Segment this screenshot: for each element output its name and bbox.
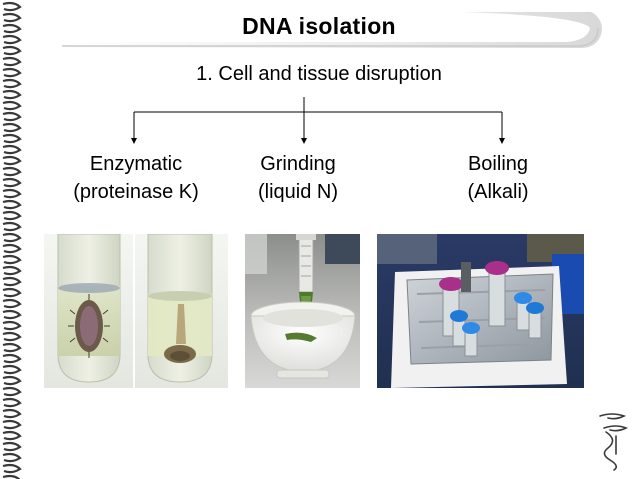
corner-logo-mark [599, 413, 628, 471]
method-grinding-name: Grinding [260, 153, 336, 175]
tissue-sample-right [164, 304, 196, 363]
binding-coil [2, 452, 22, 463]
binding-coil [2, 188, 22, 199]
binding-coil [2, 364, 22, 375]
photo-enzymatic-tubes [44, 234, 228, 388]
binding-coil [2, 320, 22, 331]
binding-coil [2, 441, 22, 452]
method-grinding-detail: (liquid N) [257, 181, 339, 203]
binding-coil [2, 34, 22, 45]
binding-coil [2, 309, 22, 320]
binding-coil [2, 89, 22, 100]
binding-coil [2, 386, 22, 397]
binding-coil [2, 331, 22, 342]
method-boiling-detail: (Alkali) [467, 181, 529, 203]
arrow-head-grinding [301, 138, 307, 144]
binding-coil [2, 199, 22, 210]
binding-coil [2, 287, 22, 298]
binding-coil [2, 342, 22, 353]
slide-title: DNA isolation [242, 13, 396, 39]
method-enzymatic: Enzymatic (proteinase K) [58, 150, 214, 206]
binding-coil [2, 408, 22, 419]
binding-coil [2, 397, 22, 408]
photo-boiling-heat-block [377, 234, 584, 388]
binding-coil [2, 375, 22, 386]
slide-subtitle: 1. Cell and tissue disruption [196, 63, 442, 85]
photo-grinding-mortar [245, 234, 360, 388]
binding-coil [2, 23, 22, 34]
binding-coil [2, 276, 22, 287]
binding-coil [2, 265, 22, 276]
binding-coil [2, 210, 22, 221]
binding-coil [2, 111, 22, 122]
binding-coil [2, 56, 22, 67]
binding-coil [2, 122, 22, 133]
binding-coil [2, 67, 22, 78]
binding-coil [2, 474, 21, 479]
binding-coil [2, 419, 22, 430]
binding-coil [2, 430, 22, 441]
binding-coil [2, 100, 22, 111]
method-boiling: Boiling (Alkali) [448, 150, 548, 206]
binding-coil [2, 78, 22, 89]
binding-coil [2, 463, 22, 474]
binding-coil [2, 166, 22, 177]
spiral-binding-decoration [2, 1, 22, 479]
binding-coil [2, 144, 22, 155]
arrow-head-enzymatic [131, 138, 137, 144]
binding-coil [2, 133, 22, 144]
method-boiling-name: Boiling [467, 153, 529, 175]
binding-coil [2, 155, 22, 166]
method-enzymatic-detail: (proteinase K) [73, 181, 199, 203]
method-enzymatic-name: Enzymatic [89, 153, 183, 175]
binding-coil [2, 232, 22, 243]
binding-coil [2, 177, 22, 188]
binding-coil [2, 221, 22, 232]
binding-coil [2, 243, 22, 254]
tissue-sample-left [68, 294, 110, 358]
binding-coil [2, 353, 22, 364]
binding-coil [2, 12, 22, 23]
binding-coil [2, 45, 22, 56]
title-bar-background [62, 11, 602, 48]
binding-coil [2, 254, 22, 265]
binding-coil [2, 1, 22, 12]
binding-coil [2, 298, 22, 309]
method-grinding: Grinding (liquid N) [238, 150, 358, 206]
sample-tubes [439, 261, 544, 357]
arrow-head-boiling [499, 138, 505, 144]
